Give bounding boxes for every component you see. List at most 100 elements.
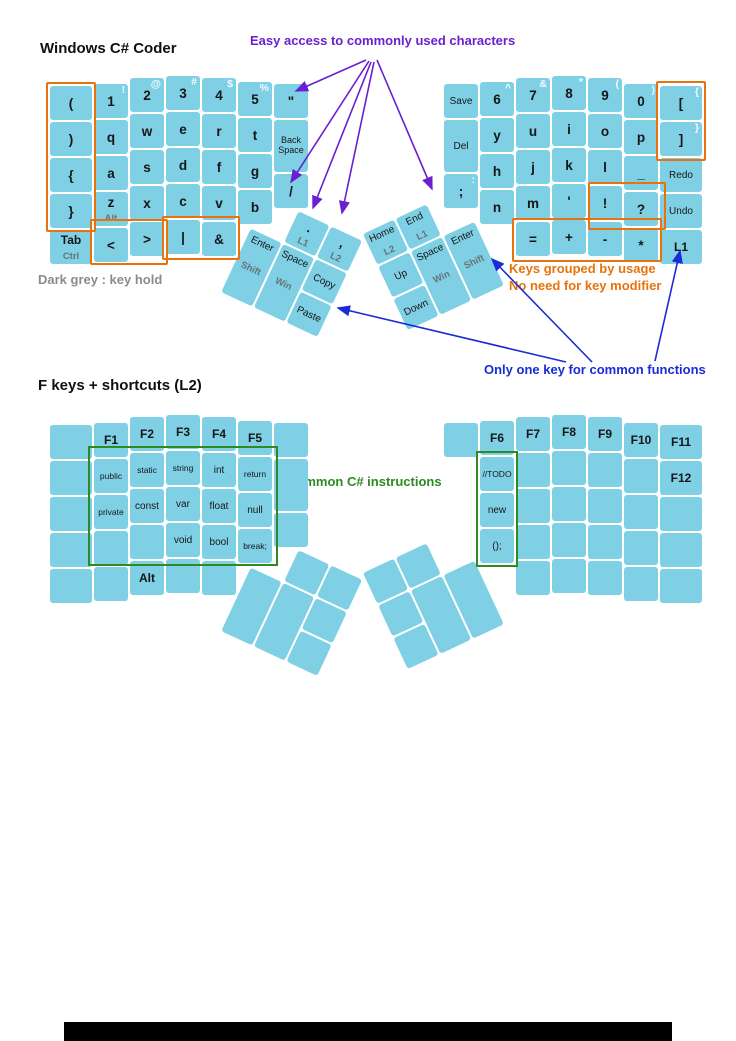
key-float: float	[202, 489, 236, 523]
key-label: !	[602, 195, 608, 211]
key-label: ]	[678, 131, 684, 147]
blank-key	[516, 453, 550, 487]
note-csharp-instructions: Common C# instructions	[287, 474, 442, 489]
key-label: Tab	[60, 233, 82, 247]
blank-key	[660, 569, 702, 603]
key-hold-label: Shift	[462, 252, 487, 272]
key-4: 4$	[202, 78, 236, 112]
blank-key	[274, 513, 308, 547]
key-label: 8	[565, 85, 573, 101]
key-b: b	[238, 190, 272, 224]
key-label: public	[99, 471, 123, 481]
key-label: F10	[630, 433, 652, 447]
key-label: const	[135, 500, 159, 512]
key-q: q	[94, 120, 128, 154]
key-3: 3#	[166, 76, 200, 110]
key-label: int	[213, 464, 225, 476]
arrow-to-semicolon-key	[376, 59, 433, 191]
key-label: =	[529, 231, 537, 247]
key-6: 6^	[480, 82, 514, 116]
key-label: }	[68, 203, 74, 219]
blank-key	[274, 423, 308, 457]
key-asterisk: *	[624, 228, 658, 262]
key-semicolon: ;:	[444, 174, 478, 208]
key-label: {	[68, 167, 74, 183]
key-label: *	[638, 237, 644, 253]
key-label: Home	[367, 223, 397, 246]
key-bool: bool	[202, 525, 236, 559]
footer-bar	[64, 1022, 672, 1041]
l2-layer-title: F keys + shortcuts (L2)	[38, 377, 202, 394]
key-label: Copy	[311, 271, 338, 292]
key-quote: "	[274, 84, 308, 118]
key-label: Paste	[295, 303, 323, 325]
key-shift-label: #	[191, 76, 197, 88]
blank-key	[552, 523, 586, 557]
key-label: &	[214, 231, 224, 247]
key-label: z	[107, 195, 115, 210]
key-label: o	[600, 123, 610, 139]
key-label: <	[107, 237, 115, 253]
key-paren-open: (	[50, 86, 92, 120]
arrow-to-period-key	[312, 61, 372, 210]
key-bracket-close: ]}	[660, 122, 702, 156]
key-label: //TODO	[482, 469, 512, 479]
key-label: a	[107, 165, 115, 181]
key-l: l	[588, 150, 622, 184]
key-9: 9(	[588, 78, 622, 112]
key-v: v	[202, 186, 236, 220]
key-label: Back Space	[278, 135, 304, 155]
key-label: k	[565, 157, 573, 173]
highlight-box-exclamation-question	[588, 182, 666, 230]
key-k: k	[552, 148, 586, 182]
key-label: .	[304, 220, 315, 236]
key-label: _	[637, 165, 645, 181]
key-save: Save	[444, 84, 478, 118]
key-hold-label: Alt	[104, 213, 118, 224]
key-y: y	[480, 118, 514, 152]
key-label: b	[250, 199, 260, 215]
key-shift-label: *	[578, 76, 583, 88]
key-m: m	[516, 186, 550, 220]
key-label: 7	[529, 87, 537, 103]
key-label: Alt	[139, 571, 155, 585]
key-label: x	[143, 195, 151, 211]
key-const: const	[130, 489, 164, 523]
blank-key	[660, 533, 702, 567]
key-brace-close: }	[50, 194, 92, 228]
key-1: 1!	[94, 84, 128, 118]
blank-key	[50, 461, 92, 495]
arrow-to-paste-key	[336, 305, 567, 363]
key-f7: F7	[516, 417, 550, 451]
key-label: break;	[243, 541, 267, 551]
key-label: +	[565, 229, 573, 245]
highlight-box-square-brackets	[656, 81, 706, 161]
key-question: ?	[624, 192, 658, 226]
key-r: r	[202, 114, 236, 148]
key-label: F12	[670, 471, 692, 485]
key-label: '	[567, 193, 571, 209]
highlight-box-math-operators	[512, 218, 662, 262]
key-label: F2	[139, 427, 154, 441]
key-label: F8	[561, 425, 576, 439]
blank-key	[588, 489, 622, 523]
key-var: var	[166, 487, 200, 521]
blank-key	[552, 559, 586, 593]
key-label: F7	[525, 427, 540, 441]
blank-key	[202, 561, 236, 595]
key-hold-label: Shift	[238, 259, 263, 279]
key-label: j	[531, 159, 535, 175]
key-label: l	[603, 159, 607, 175]
key-f2: F2	[130, 417, 164, 451]
key-label: F9	[597, 427, 612, 441]
key-f1: F1	[94, 423, 128, 457]
key-label: Space	[415, 241, 446, 264]
key-shift-label: }	[694, 122, 699, 134]
key-label: string	[172, 463, 194, 473]
key-label: m	[526, 195, 539, 211]
key-i: i	[552, 112, 586, 146]
key-label: |	[181, 229, 185, 245]
key-label: float	[209, 500, 229, 512]
key-shift-label: :	[471, 174, 476, 186]
key-j: j	[516, 150, 550, 184]
